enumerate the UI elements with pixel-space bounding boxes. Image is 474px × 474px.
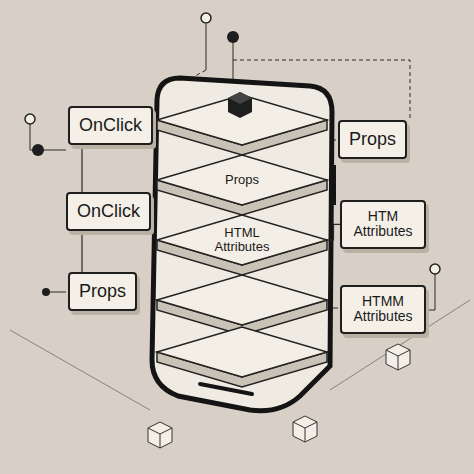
hollow-dot bbox=[201, 13, 211, 23]
small-cube bbox=[386, 344, 410, 370]
slab-top bbox=[157, 275, 327, 325]
small-cube bbox=[148, 422, 172, 448]
node-label: HTM Attributes bbox=[351, 209, 415, 240]
layer-slab bbox=[157, 275, 327, 335]
cube-body bbox=[386, 344, 410, 370]
solid-dot bbox=[32, 144, 44, 156]
slab-top bbox=[157, 155, 327, 205]
callout-box: OnClick bbox=[66, 192, 151, 231]
callout-box: Props bbox=[338, 120, 407, 159]
node-label: Props bbox=[79, 281, 126, 302]
cube-edges bbox=[293, 422, 317, 442]
slab-top bbox=[157, 215, 327, 265]
cube-body bbox=[293, 416, 317, 442]
cube-top bbox=[228, 92, 252, 104]
layer-slab: HTML Attributes bbox=[157, 215, 327, 265]
connector bbox=[81, 145, 82, 192]
floor-cubes bbox=[148, 344, 410, 448]
node-label: OnClick bbox=[77, 201, 140, 222]
cube bbox=[228, 92, 252, 118]
callout-box: OnClick bbox=[68, 106, 153, 145]
small-cube bbox=[293, 416, 317, 442]
connector bbox=[327, 224, 340, 240]
layer-slab bbox=[157, 327, 327, 387]
node-label: Props bbox=[349, 129, 396, 150]
node-label: Props bbox=[225, 173, 259, 187]
layer-slab: Props bbox=[157, 155, 327, 205]
leader-line bbox=[233, 42, 234, 80]
leader-line bbox=[42, 150, 66, 151]
cube-edges bbox=[148, 428, 172, 448]
solid-dot bbox=[42, 288, 50, 296]
cube-edges bbox=[386, 350, 410, 370]
leader-line bbox=[50, 292, 66, 293]
cube-body bbox=[148, 422, 172, 448]
floor-line bbox=[10, 330, 150, 410]
connector bbox=[81, 231, 82, 272]
callout-box: HTMM Attributes bbox=[340, 285, 426, 334]
phone-button bbox=[332, 165, 336, 205]
node-label: HTMM Attributes bbox=[351, 294, 415, 325]
hollow-dot bbox=[25, 114, 35, 124]
node-label: OnClick bbox=[79, 115, 142, 136]
node-label: HTML Attributes bbox=[202, 226, 282, 253]
slab-top bbox=[157, 327, 327, 377]
cube-body bbox=[228, 92, 252, 118]
leader-lines bbox=[10, 24, 470, 410]
callout-box: HTM Attributes bbox=[340, 200, 426, 249]
hollow-dot bbox=[430, 264, 440, 274]
callout-box: Props bbox=[68, 272, 137, 311]
leader-line bbox=[206, 24, 207, 70]
layer-slabs bbox=[157, 95, 327, 387]
solid-dot bbox=[227, 31, 239, 43]
phone-body bbox=[152, 78, 332, 411]
